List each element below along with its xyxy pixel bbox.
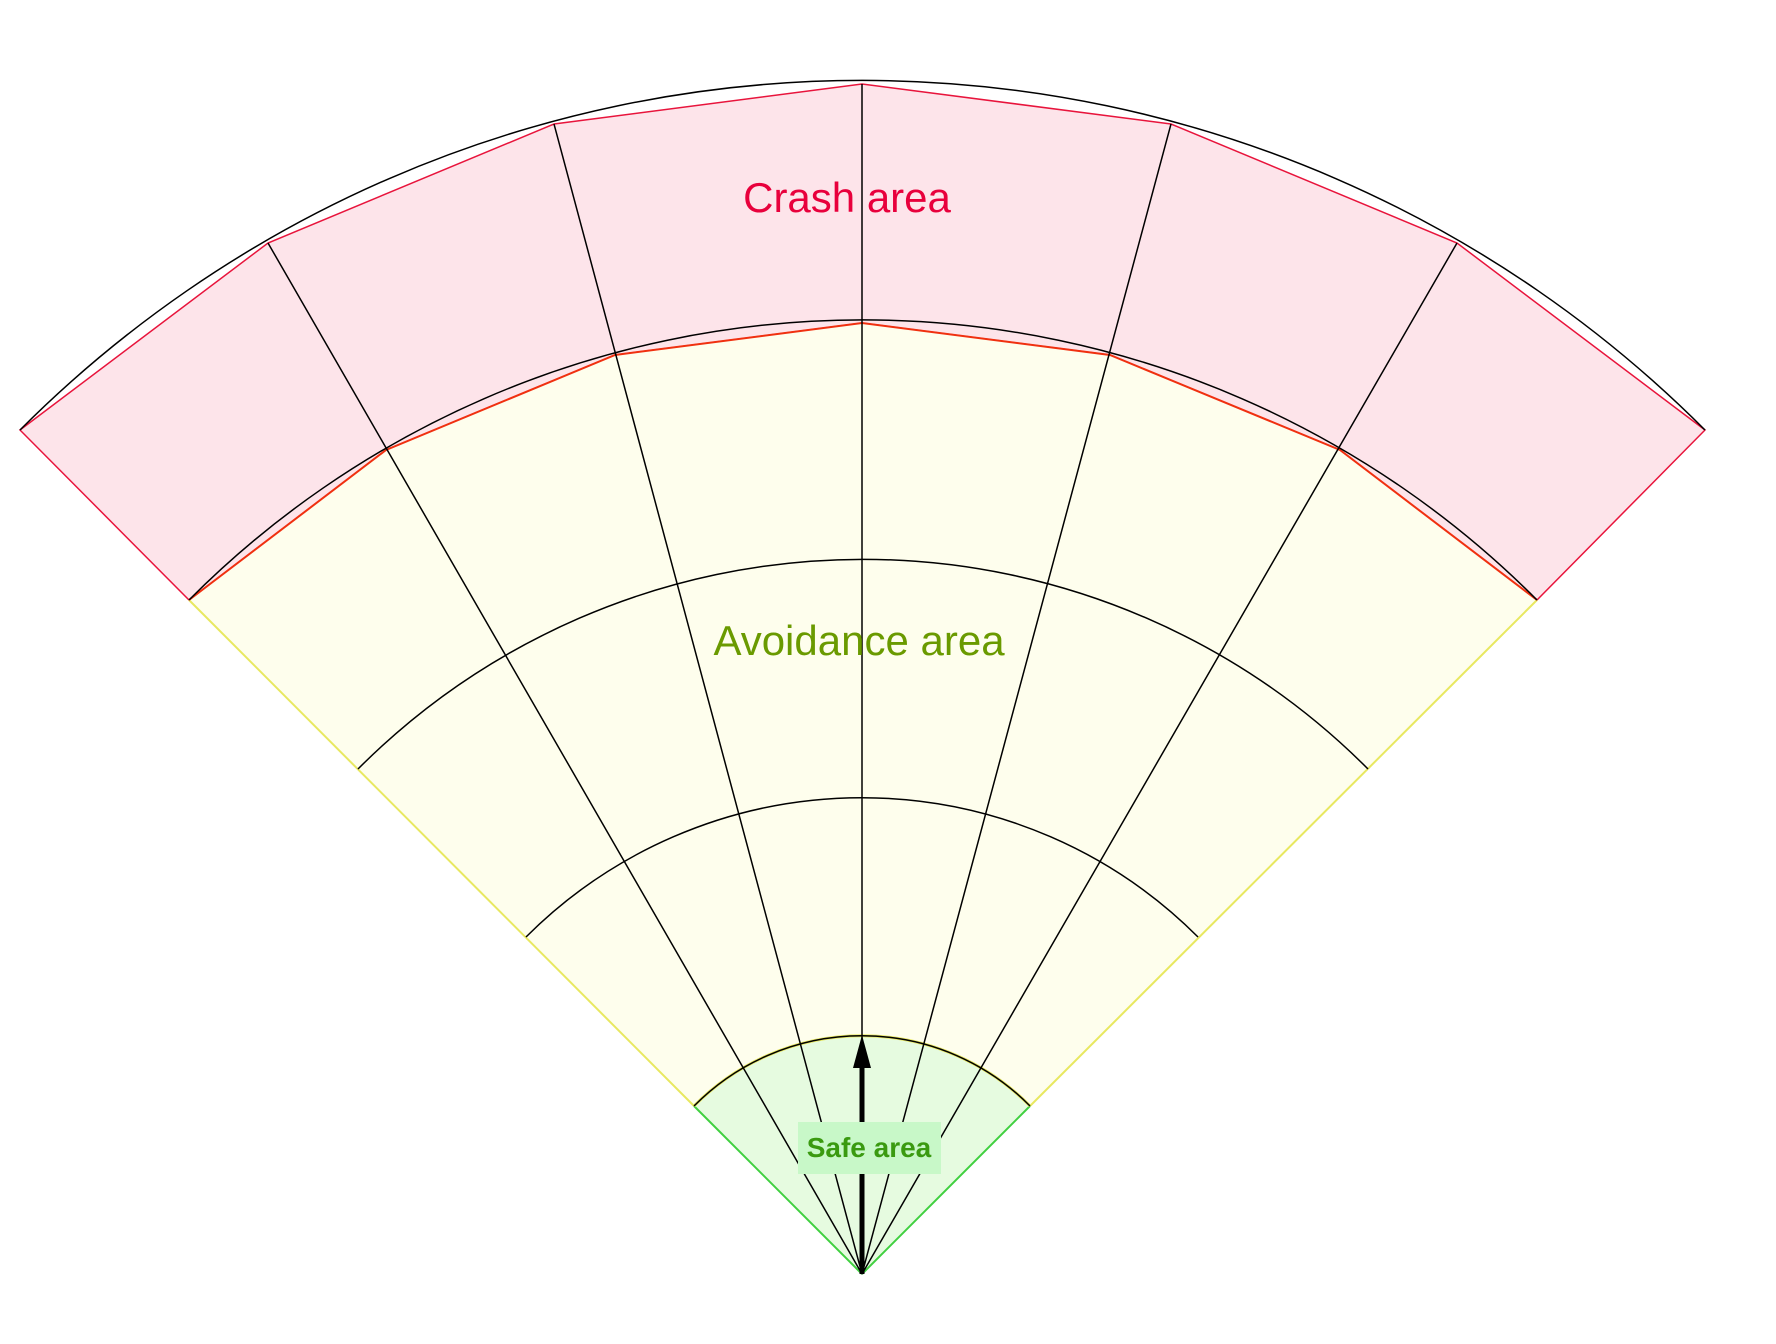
safe-area-label: Safe area: [807, 1132, 932, 1163]
radial-line: [861, 242, 1458, 1275]
avoidance-left-edge: [188, 599, 695, 1107]
avoidance-area-region: [189, 323, 1537, 1106]
safe-right-edge: [861, 1105, 1031, 1275]
crash-area-label: Crash area: [743, 174, 951, 221]
grid-arc-middle: [357, 558, 1369, 770]
avoidance-right-edge: [1029, 599, 1538, 1107]
radial-line: [267, 242, 863, 1275]
grid-arc-crash-boundary: [188, 319, 1538, 601]
radial-line: [553, 123, 863, 1275]
grid-arc-outer: [19, 79, 1706, 431]
direction-arrow-head: [853, 1035, 871, 1068]
safe-area-label-background: [798, 1122, 941, 1174]
avoidance-area-label: Avoidance area: [713, 617, 1005, 664]
safe-left-edge: [693, 1105, 863, 1275]
radial-line: [861, 123, 1172, 1275]
